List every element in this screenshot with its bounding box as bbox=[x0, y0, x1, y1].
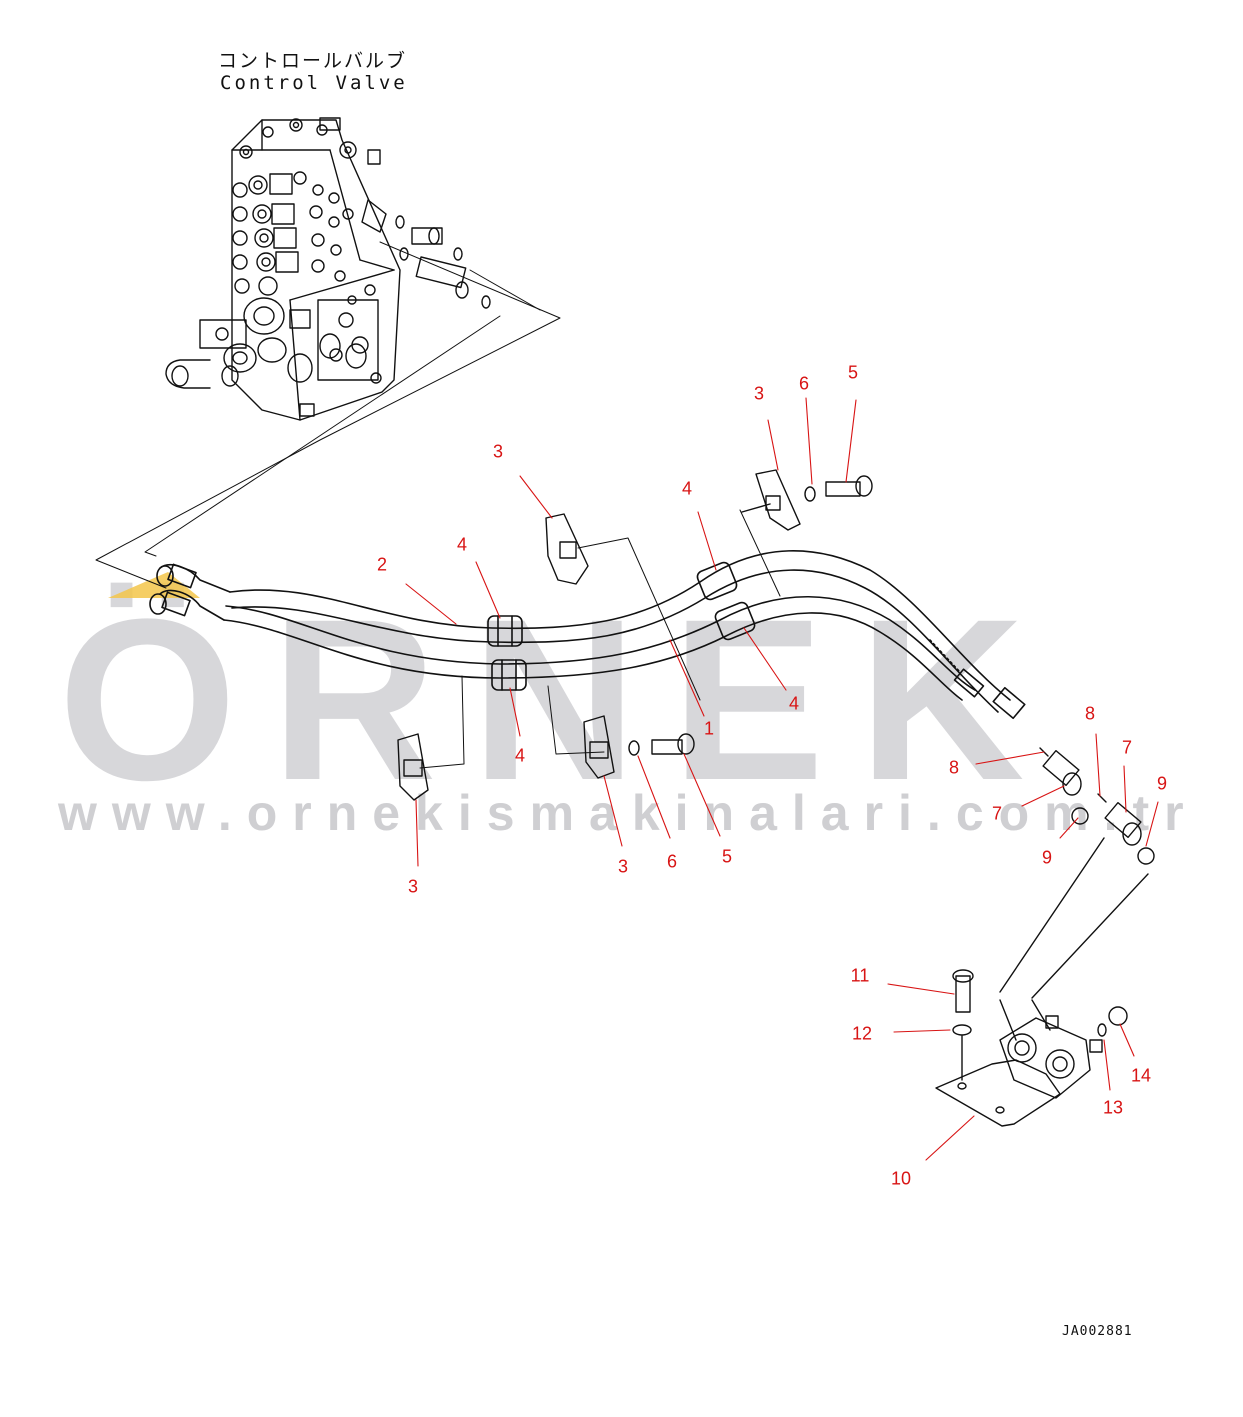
callout-12: 12 bbox=[851, 1023, 873, 1044]
callout-11: 11 bbox=[850, 965, 870, 986]
clamp-lower-center bbox=[583, 715, 615, 779]
callout-5: 5 bbox=[847, 362, 859, 383]
callout-10: 10 bbox=[890, 1168, 912, 1189]
bolt-lower bbox=[651, 733, 695, 755]
callout-4: 4 bbox=[456, 534, 468, 555]
callout-7: 7 bbox=[991, 803, 1003, 824]
hose-assembly bbox=[149, 550, 1026, 720]
callout-13: 13 bbox=[1102, 1097, 1124, 1118]
callout-3: 3 bbox=[617, 856, 629, 877]
clamp-upper-right bbox=[741, 469, 801, 531]
washer-upper bbox=[804, 486, 816, 502]
callout-3: 3 bbox=[753, 383, 765, 404]
callout-4: 4 bbox=[681, 478, 693, 499]
clamp-lower-left bbox=[397, 733, 429, 801]
bolt-upper bbox=[825, 475, 873, 497]
callout-7: 7 bbox=[1121, 737, 1133, 758]
callout-3: 3 bbox=[492, 441, 504, 462]
callout-6: 6 bbox=[798, 373, 810, 394]
callout-14: 14 bbox=[1130, 1065, 1152, 1086]
control-valve-label-jp: コントロールバルブ bbox=[218, 50, 408, 72]
connector-right bbox=[1104, 801, 1155, 865]
washer-manifold bbox=[952, 1024, 972, 1036]
bolt-manifold bbox=[952, 969, 974, 1081]
drawing-code: JA002881 bbox=[1062, 1324, 1133, 1339]
callout-9: 9 bbox=[1156, 773, 1168, 794]
watermark-url: www.ornekismakinalari.com.tr bbox=[58, 785, 1199, 841]
callout-4: 4 bbox=[788, 693, 800, 714]
callout-6: 6 bbox=[666, 851, 678, 872]
callout-3: 3 bbox=[407, 876, 419, 897]
callout-8: 8 bbox=[1084, 703, 1096, 724]
callout-2: 2 bbox=[376, 554, 388, 575]
leader-lines bbox=[405, 397, 1159, 1161]
callout-5: 5 bbox=[721, 846, 733, 867]
callout-8: 8 bbox=[948, 757, 960, 778]
clamp-upper-center bbox=[545, 513, 589, 585]
connector-left bbox=[1042, 749, 1089, 825]
callout-9: 9 bbox=[1041, 847, 1053, 868]
washer-lower bbox=[628, 740, 640, 756]
control-valve-label-en: Control Valve bbox=[220, 72, 408, 94]
callout-1: 1 bbox=[703, 718, 715, 739]
control-valve-block bbox=[95, 117, 561, 589]
plug-manifold bbox=[1097, 1006, 1128, 1037]
manifold-block bbox=[935, 837, 1149, 1127]
callout-4: 4 bbox=[514, 745, 526, 766]
